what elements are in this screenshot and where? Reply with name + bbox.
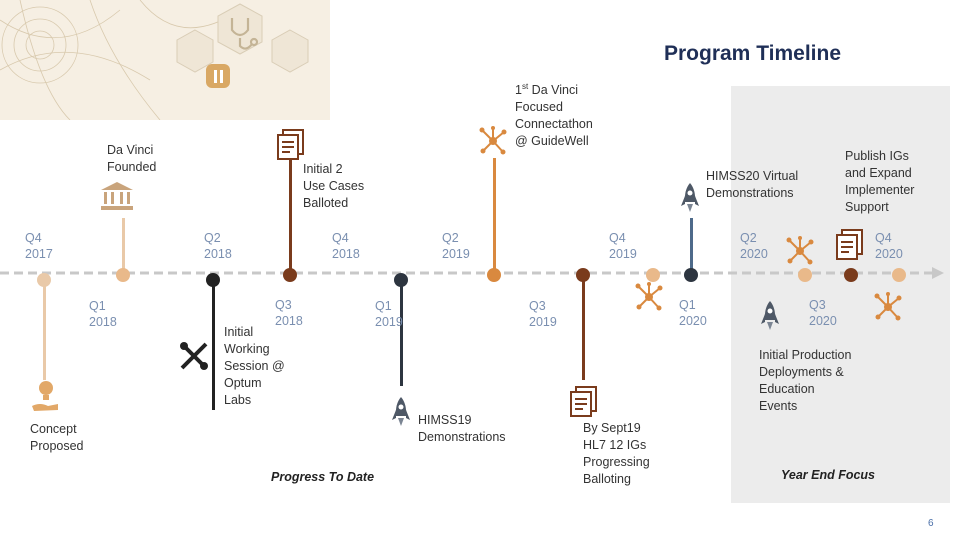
milestone-dot-q3-2020 — [844, 268, 858, 282]
milestone-dot-founded — [116, 268, 130, 282]
decorative-header-graphic — [0, 0, 330, 120]
stem-da-vinci-founded — [122, 218, 125, 274]
document-stack-icon — [570, 386, 597, 417]
stem-working-session — [212, 280, 215, 410]
stem-use-cases — [289, 160, 292, 274]
milestone-dot-himss20 — [684, 268, 698, 282]
milestone-dot-concept — [37, 273, 51, 287]
document-stack-icon — [836, 229, 863, 260]
rocket-icon — [392, 397, 410, 426]
wrench-screwdriver-icon — [180, 342, 208, 370]
milestone-dot-connectathon — [487, 268, 501, 282]
rocket-icon — [681, 183, 699, 212]
document-stack-icon — [277, 129, 304, 160]
year-end-focus-caption: Year End Focus — [781, 468, 876, 482]
network-icon — [786, 236, 814, 265]
milestone-dot-q2-2020 — [798, 268, 812, 282]
stem-sept19 — [582, 280, 585, 380]
milestone-dot-q4-2019 — [646, 268, 660, 282]
page-number: 6 — [928, 518, 934, 529]
milestone-dot-use-cases — [283, 268, 297, 282]
stem-connectathon — [493, 158, 496, 274]
stem-himss20 — [690, 218, 693, 274]
stem-concept-proposed — [43, 280, 46, 380]
milestone-dot-working-session — [206, 273, 220, 287]
network-icon — [874, 292, 902, 321]
page-title: Program Timeline — [664, 42, 842, 65]
milestone-dot-himss19 — [394, 273, 408, 287]
network-icon — [479, 126, 507, 155]
lightbulb-hand-icon — [32, 381, 58, 411]
year-end-focus-panel — [731, 86, 950, 503]
milestone-dot-sept19 — [576, 268, 590, 282]
stethoscope-icon — [230, 18, 259, 50]
stem-himss19 — [400, 280, 403, 386]
progress-to-date-caption: Progress To Date — [271, 470, 375, 484]
bank-icon — [101, 182, 133, 210]
timeline-axis — [0, 267, 944, 279]
tools-icon — [206, 64, 230, 88]
rocket-icon — [761, 301, 779, 330]
network-icon — [635, 282, 663, 311]
milestone-dot-q4-2020 — [892, 268, 906, 282]
